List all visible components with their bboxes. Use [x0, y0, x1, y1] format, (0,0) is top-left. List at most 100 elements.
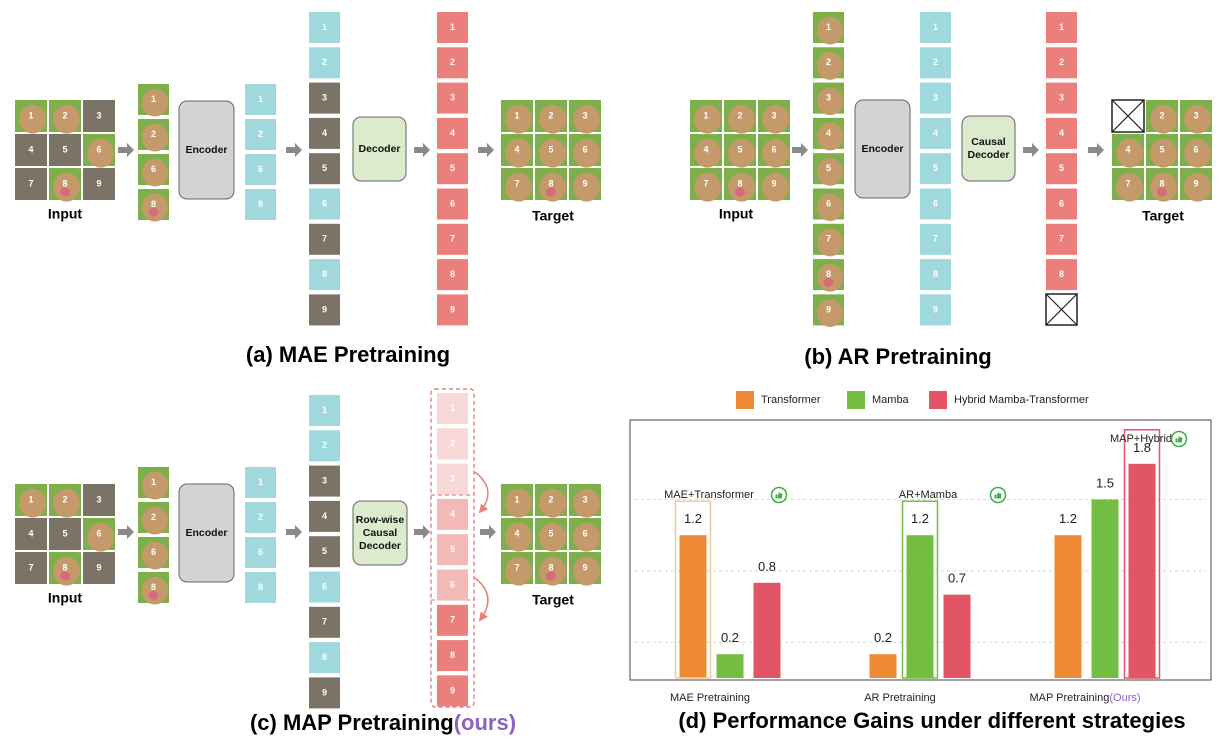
- patch-number: 3: [96, 494, 101, 504]
- patch-dog: [53, 488, 81, 518]
- patch-number: 8: [548, 562, 553, 572]
- token-box: [1046, 223, 1077, 255]
- bar-value-label: 1.2: [1059, 511, 1077, 526]
- token-box: [309, 117, 340, 149]
- patch-dog: [817, 299, 844, 327]
- map-full-token-7: 7: [309, 606, 340, 638]
- map-target-patch-6: 6: [569, 518, 601, 552]
- patch-number: 5: [548, 528, 553, 538]
- token-box: [920, 153, 951, 185]
- patch-dog: [505, 138, 533, 168]
- mae-encoded-token-1: 1: [245, 84, 276, 115]
- block-label: Encoder: [185, 527, 227, 539]
- ar-encoded-token-9: 9: [920, 294, 951, 326]
- token-box: [437, 604, 468, 636]
- ar-encoded-token-2: 2: [920, 47, 951, 79]
- bar-value-label: 0.2: [721, 630, 739, 645]
- mae-target-patch-3: 3: [569, 100, 601, 134]
- token-box: [245, 119, 276, 150]
- patch-number: 9: [96, 562, 101, 572]
- token-box: [920, 188, 951, 220]
- mae-output-token-2: 2: [437, 47, 468, 79]
- ar-target-patch-7: 7: [1112, 168, 1144, 202]
- token-box: [1046, 153, 1077, 185]
- patch-number: 7: [1125, 178, 1130, 188]
- token-number: 8: [258, 199, 263, 209]
- patch-number: 1: [826, 22, 831, 32]
- mae-target-patch-2: 2: [535, 100, 567, 134]
- category-label: MAE Pretraining: [670, 692, 750, 704]
- bar-2-1: [1091, 499, 1119, 678]
- token-box: [1046, 82, 1077, 114]
- patch-dog: [539, 488, 567, 518]
- bar-value-label: 1.2: [911, 511, 929, 526]
- bar-2-0: [1054, 535, 1082, 678]
- map-encoded-token-2: 2: [245, 502, 276, 533]
- patch-number: 2: [151, 512, 156, 522]
- highlight-box: [674, 500, 712, 679]
- patch-number: 7: [28, 562, 33, 572]
- caption-map-ours: (ours): [454, 710, 516, 735]
- map-visible-patch-1: 1: [138, 467, 169, 500]
- mae-input-patch-1: 1: [15, 100, 47, 134]
- patch-dog: [1184, 104, 1212, 134]
- patch-masked: [15, 552, 47, 584]
- mae-output-token-8: 8: [437, 259, 468, 291]
- ar-seq-patch-3: 3: [813, 82, 844, 116]
- map-arrow-2-icon: [286, 525, 302, 539]
- patch-masked: [83, 168, 115, 200]
- patch-tongue: [823, 278, 834, 287]
- patch-number: 8: [62, 562, 67, 572]
- map-target-patch-4: 4: [501, 518, 533, 552]
- token-number: 1: [450, 403, 455, 413]
- token-number: 2: [258, 129, 263, 139]
- patch-dog: [1116, 138, 1144, 168]
- ar-target-patch-3: 3: [1180, 100, 1212, 134]
- token-number: 5: [322, 163, 327, 173]
- token-number: 9: [322, 304, 327, 314]
- ar-input-patch-1: 1: [690, 100, 722, 134]
- ar-encoded-token-1: 1: [920, 12, 951, 43]
- token-number: 7: [450, 615, 455, 625]
- map-output-token-7: 7: [437, 604, 468, 636]
- patch-number: 7: [28, 178, 33, 188]
- token-box: [245, 467, 276, 498]
- cross-line: [1111, 99, 1145, 133]
- patch-dog: [762, 104, 790, 134]
- mae-target-patch-1: 1: [501, 100, 533, 134]
- token-box: [309, 47, 340, 79]
- map-full-token-3: 3: [309, 465, 340, 497]
- patch-dog: [728, 138, 756, 168]
- patch-number: 5: [548, 144, 553, 154]
- ar-target-patch-6: 6: [1180, 134, 1212, 168]
- mae-arrow-2-icon: [286, 143, 302, 157]
- token-number: 7: [1059, 234, 1064, 244]
- token-number: 4: [450, 509, 455, 519]
- ar-seq-patch-8: 8: [813, 259, 844, 292]
- mae-target-patch-6: 6: [569, 134, 601, 168]
- patch-number: 6: [582, 144, 587, 154]
- token-number: 7: [933, 234, 938, 244]
- token-box: [437, 640, 468, 672]
- bar-1-1: [906, 535, 934, 678]
- thumbs-up-hand: [994, 491, 1002, 499]
- map-input-label: Input: [48, 590, 83, 606]
- patch-number: 4: [1125, 144, 1130, 154]
- mae-output-token-9: 9: [437, 294, 468, 326]
- ar-encoded-token-5: 5: [920, 153, 951, 185]
- patch-number: 8: [548, 178, 553, 188]
- token-box: [1046, 12, 1077, 43]
- patch-dog: [505, 172, 533, 202]
- patch-number: 1: [151, 477, 156, 487]
- ar-target-patch-8: 8: [1146, 168, 1178, 202]
- highlight-box: [1123, 429, 1161, 679]
- patch-dog: [142, 576, 169, 605]
- patch-number: 3: [1193, 110, 1198, 120]
- token-number: 2: [450, 438, 455, 448]
- patch-number: 1: [514, 494, 519, 504]
- token-box: [245, 572, 276, 603]
- patch-dog: [1116, 172, 1144, 202]
- patch-dog: [573, 556, 601, 586]
- category-name: MAP Pretraining: [1029, 692, 1109, 704]
